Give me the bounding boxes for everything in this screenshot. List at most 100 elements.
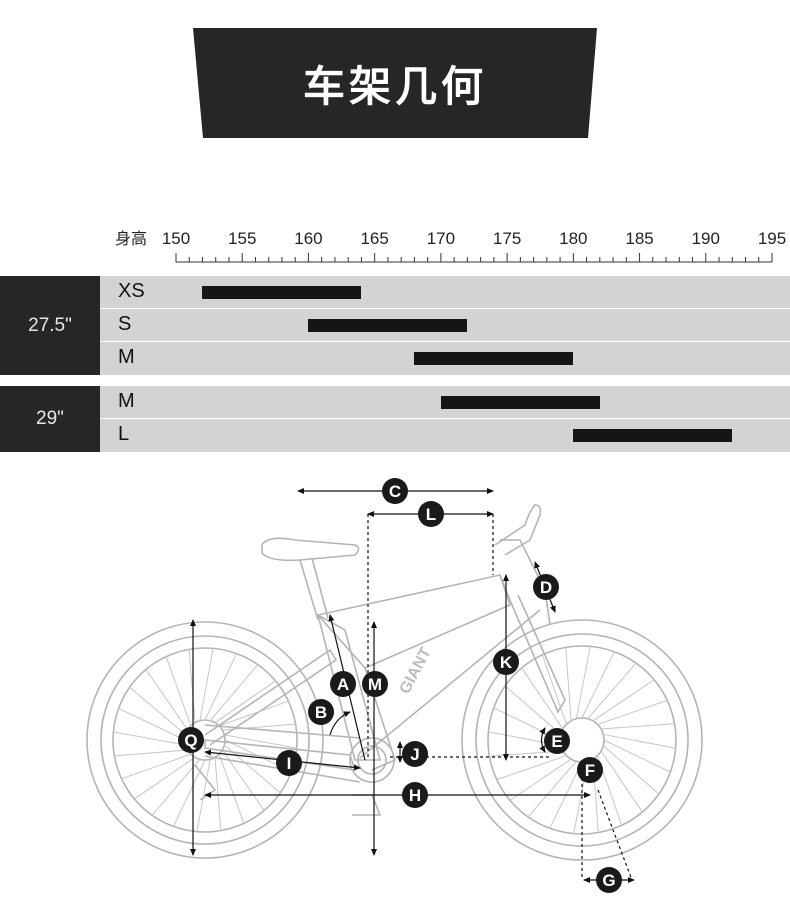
- wheel-spoke: [214, 680, 276, 724]
- scale-tick-label: 185: [625, 229, 653, 248]
- seat-and-post: [261, 537, 360, 621]
- svg-text:L: L: [426, 505, 436, 524]
- wheel-size-label: 27.5": [0, 276, 100, 375]
- wheel-spoke: [196, 759, 211, 832]
- height-range-bar: [308, 319, 468, 332]
- wheel-spoke: [521, 667, 564, 730]
- scale-tick-label: 165: [360, 229, 388, 248]
- height-range-bar: [440, 396, 600, 409]
- scale-tick-label: 150: [162, 229, 190, 248]
- height-range-bar: [573, 429, 733, 442]
- guide-line: [597, 789, 633, 881]
- wheel-spoke: [509, 758, 572, 801]
- wheel-spoke: [592, 679, 655, 722]
- wheel-spoke: [204, 653, 237, 721]
- wheel-spoke: [496, 755, 567, 781]
- badge-g: G: [596, 867, 622, 893]
- wheel-group-27-5: 27.5" XS S M: [0, 276, 790, 375]
- size-label: M: [118, 390, 135, 412]
- wheel-spoke: [587, 662, 637, 720]
- wheel-spoke: [504, 685, 562, 735]
- height-scale-label: 身高: [115, 229, 147, 248]
- badge-m: M: [362, 671, 388, 697]
- wheel-spoke: [129, 686, 187, 736]
- svg-text:D: D: [540, 578, 552, 597]
- wheel-spoke: [188, 649, 196, 723]
- measurement-badges: C L D K A M B Q E J I F H G: [178, 478, 622, 893]
- wheel-spoke: [113, 731, 186, 746]
- badge-a: A: [330, 671, 356, 697]
- wheel-spoke: [209, 664, 259, 722]
- size-row-l: L: [100, 419, 790, 452]
- badge-k: K: [493, 649, 519, 675]
- wheel-group-29: 29" M L: [0, 386, 790, 452]
- title-banner: 车架几何: [0, 0, 790, 150]
- badge-q: Q: [178, 727, 204, 753]
- measure-e-arc: [539, 727, 546, 753]
- wheel-spoke: [134, 756, 196, 800]
- size-row-m: M: [100, 386, 790, 418]
- scale-tick-label: 160: [294, 229, 322, 248]
- scale-tick-label: 195: [758, 229, 786, 248]
- wheel-spoke: [527, 760, 577, 818]
- badge-l: L: [418, 501, 444, 527]
- wheel-spoke: [118, 708, 186, 741]
- measure-b-arc: [329, 711, 351, 736]
- scale-tick-label: 180: [559, 229, 587, 248]
- scale-tick-label: 155: [228, 229, 256, 248]
- page-title: 车架几何: [302, 61, 487, 111]
- wheel-spoke: [602, 745, 660, 795]
- wheel-spoke: [224, 734, 297, 749]
- size-row-xs: XS: [100, 276, 790, 308]
- badge-f: F: [577, 757, 603, 783]
- wheel-spoke: [114, 749, 188, 757]
- size-label: XS: [118, 280, 145, 302]
- badge-j: J: [402, 741, 428, 767]
- badge-i: I: [276, 750, 302, 776]
- height-scale: 身高 150 155 160 165 170 175 180 185 190 195: [115, 229, 786, 263]
- badge-e: E: [544, 728, 570, 754]
- wheel-spoke: [601, 723, 675, 730]
- svg-text:E: E: [551, 732, 562, 751]
- wheel-spoke: [121, 753, 192, 780]
- wheel-spoke: [218, 700, 289, 727]
- svg-text:I: I: [287, 754, 292, 773]
- badge-h: H: [402, 782, 428, 808]
- size-row-m: M: [100, 342, 790, 375]
- size-label: S: [118, 313, 132, 335]
- wheel-spoke: [541, 654, 567, 725]
- scale-tick-label: 170: [427, 229, 455, 248]
- scale-tick-label: 175: [493, 229, 521, 248]
- svg-text:B: B: [315, 703, 327, 722]
- wheel-spoke: [603, 733, 676, 749]
- svg-text:C: C: [389, 482, 401, 501]
- svg-text:A: A: [337, 675, 349, 694]
- wheel-spoke: [600, 750, 643, 813]
- scale-tick-label: 190: [692, 229, 720, 248]
- handlebar: [494, 504, 542, 556]
- svg-text:F: F: [585, 761, 595, 780]
- wheel-spoke: [173, 759, 206, 827]
- wheel-spoke: [575, 646, 591, 719]
- wheel-spoke: [603, 739, 671, 773]
- wheel-spoke: [565, 647, 572, 721]
- svg-text:H: H: [409, 786, 421, 805]
- size-row-s: S: [100, 309, 790, 341]
- badge-b: B: [308, 699, 334, 725]
- height-range-bar: [202, 286, 362, 299]
- badge-d: D: [533, 574, 559, 600]
- svg-text:K: K: [500, 653, 513, 672]
- wheel-spoke: [145, 669, 189, 731]
- height-range-bar: [414, 352, 574, 365]
- bike-outline: GIANT: [86, 504, 703, 861]
- wheel-spoke: [199, 648, 214, 721]
- wheel-spoke: [214, 757, 222, 831]
- svg-text:Q: Q: [184, 731, 197, 750]
- wheel-spoke: [165, 656, 192, 727]
- frame-geometry-diagram: GIANT C L D K A M B Q E J I F H G: [86, 478, 703, 893]
- banner-background: [193, 28, 597, 138]
- wheel-spoke: [581, 651, 615, 719]
- wheel-spoke: [218, 753, 245, 824]
- size-label: L: [118, 423, 130, 445]
- badge-c: C: [382, 478, 408, 504]
